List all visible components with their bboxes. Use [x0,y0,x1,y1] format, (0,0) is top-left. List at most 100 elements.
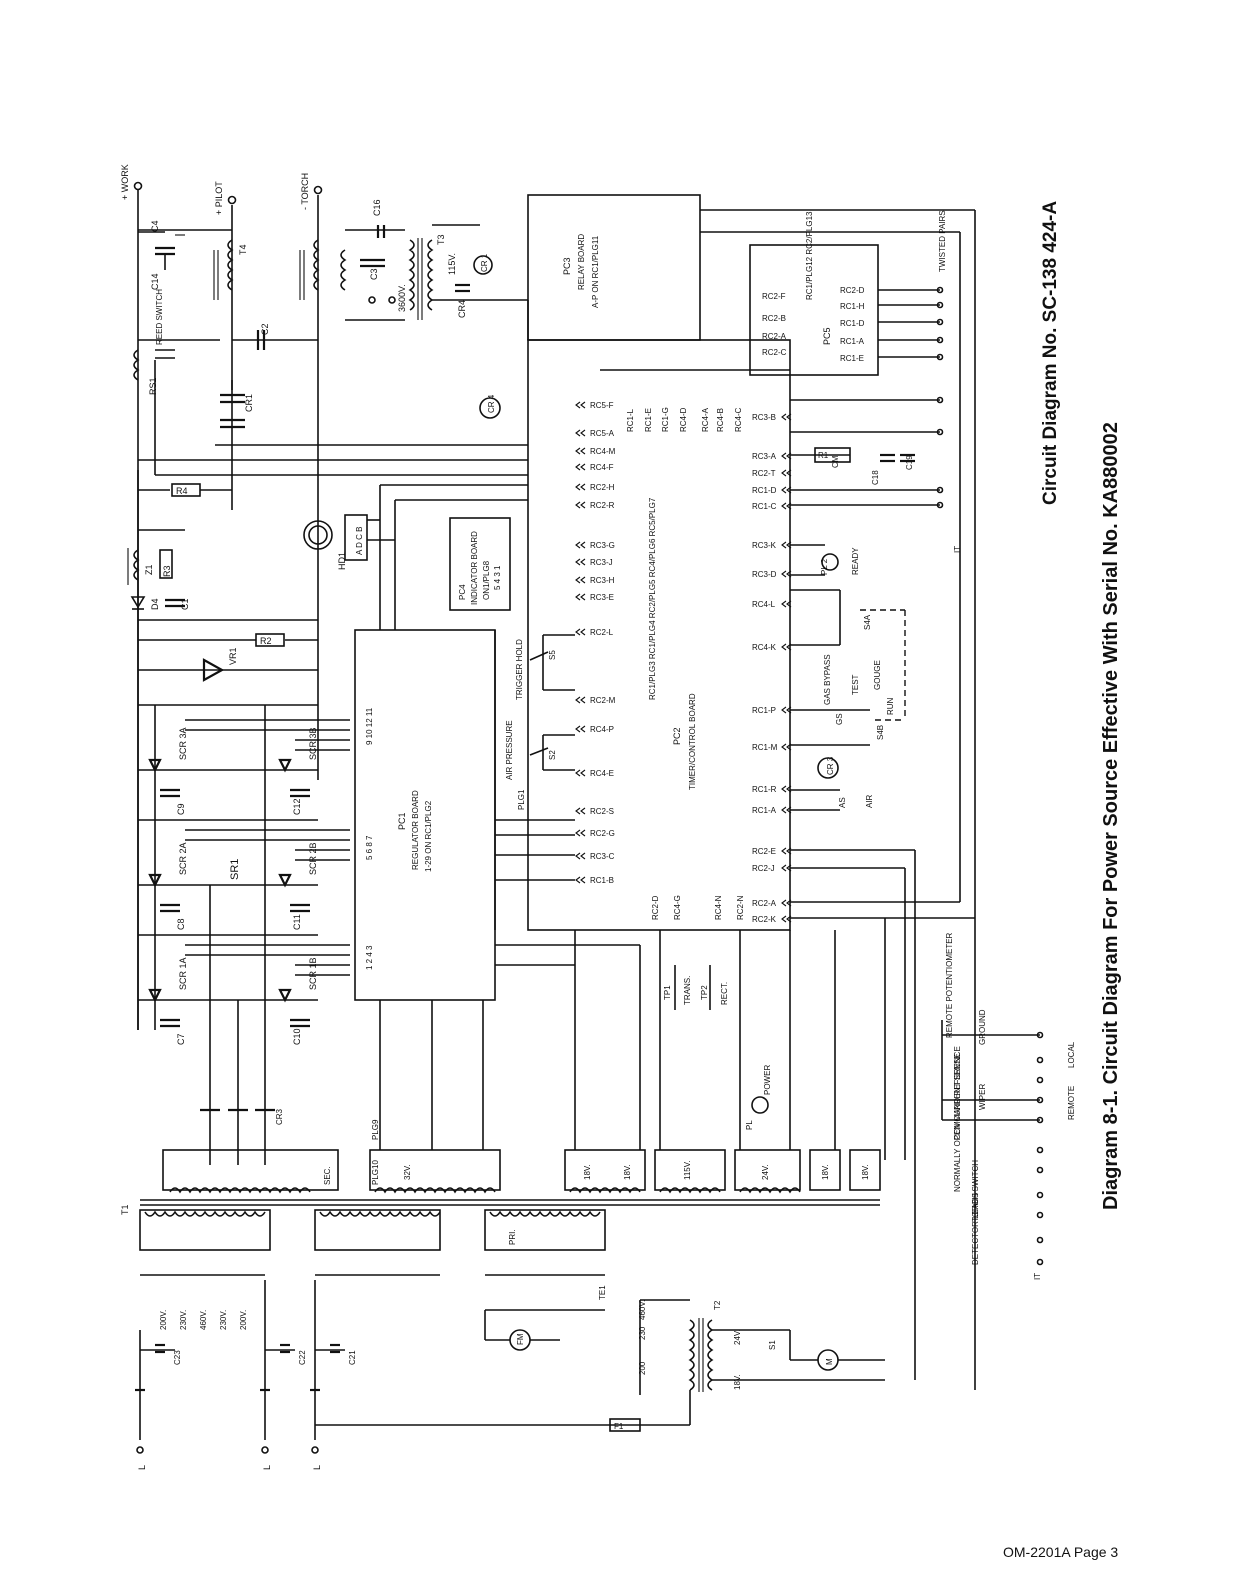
pilot-label: + PILOT [214,181,224,215]
cr4-label: CR4 [457,300,467,318]
connector-chevron [781,570,792,578]
pc5-label: PC5 [822,327,832,345]
v18a-label: 18V. [583,1164,592,1180]
c10-label: C10 [292,1028,302,1045]
connector-label: RC3-D [752,570,777,579]
connector-label: RC2-K [752,915,777,924]
sr1-label: SR1 [229,859,241,880]
pc4-pins: 5 4 3 1 [493,565,502,590]
torch-terminal[interactable] [313,185,323,195]
scr1a-label: SCR 1A [178,957,188,990]
t1-label: T1 [120,1204,130,1215]
connector-label: RC1-D [840,319,865,328]
detector-leads-label: DETECTOR LEADS [971,1193,980,1265]
f1-label: F1 [614,1422,624,1431]
connector-label: RC4-F [590,463,614,472]
connector-chevron [575,807,586,815]
work-terminal[interactable] [133,181,143,191]
connector-label: RC3-C [590,852,615,861]
connector-label: RC1-G [661,407,670,432]
line-label-3: L [312,1465,322,1470]
trigger-hold-label: TRIGGER HOLD [515,639,524,700]
remote-label: REMOTE [1067,1086,1076,1120]
connector-label: RC4-G [673,895,682,920]
connector-label: RC2-L [590,628,614,637]
pc1-plug: 1-29 ON RC1/PLG2 [424,800,433,872]
line-label-1: L [137,1465,147,1470]
pc1-subtitle: REGULATOR BOARD [411,790,420,870]
pc4-subtitle: INDICATOR BOARD [470,531,479,605]
pc1-pins-c: 1 2 4 3 [365,945,374,970]
connector-label: RC2-E [752,847,776,856]
remote-terminal-block [936,286,1044,1266]
pc2-plugs: RC1/PLG3 RC1/PLG4 RC2/PLG5 RC4/PLG6 RC5/… [648,497,657,700]
z1-label: Z1 [144,564,154,575]
pc5-board [749,244,940,376]
pc2-timer-board [527,300,791,931]
connector-label: RC4-C [734,407,743,432]
c22-label: C22 [298,1350,307,1365]
power-label: POWER [763,1065,772,1095]
c23-label: C23 [173,1350,182,1365]
connector-label: RC1-C [752,502,777,511]
sec-label: SEC. [323,1166,332,1185]
connector-chevron [781,785,792,793]
scr-bridge [138,704,350,1165]
local-label: LOCAL [1067,1041,1076,1068]
connector-chevron [575,876,586,884]
s4b-label: S4B [876,725,885,740]
r1-label: R1 [818,451,829,460]
connector-chevron [781,413,792,421]
right-wires [700,209,976,1390]
connector-chevron [575,852,586,860]
connector-label: RC5-A [590,429,615,438]
connector-label: RC1-H [840,302,865,311]
connector-chevron [575,829,586,837]
s2-label: S2 [548,750,557,760]
connector-label: RC2-M [590,696,616,705]
pc5-plugs: RC1/PLG12 RC2/PLG13 [805,211,814,300]
reed-switch-label: REED SWITCH [155,289,164,345]
remote-pot-label: REMOTE POTENTIOMETER [945,932,954,1038]
it-label-bottom: IT [1033,1273,1042,1280]
tap-460-label: 460V. [638,1300,647,1320]
output-terminals [133,181,323,205]
scr1b-label: SCR 1B [308,957,318,990]
fm-label: FM [516,1333,525,1345]
connector-label: RC3-A [752,452,777,461]
cr1-label: CR1 [244,394,254,412]
connector-label: RC2-J [752,864,775,873]
v18-t2-label: 18V. [733,1374,742,1390]
line-terminals [136,1446,319,1454]
connector-label: RC2-S [590,807,614,816]
hf-section [340,224,528,321]
c18-label: C18 [871,470,880,485]
pilot-terminal[interactable] [227,195,237,205]
connector-label: RC1-M [752,743,778,752]
reed-switch-coil [133,349,175,381]
v230-label: 230V. [179,1310,188,1330]
c8-label: C8 [176,918,186,930]
r2-label: R2 [260,636,272,646]
tp1-label: TP1 [663,985,672,1000]
torch-switch-label: TORCH SWITCH [971,1160,980,1222]
pc3-relay-board [527,194,701,341]
c16-label: C16 [372,199,382,216]
connector-label: RC1-P [752,706,776,715]
c9-label: C9 [176,803,186,815]
t4-transformer [213,239,320,300]
connector-label: RC5-F [590,401,614,410]
gas-bypass-label: GAS BYPASS [823,654,832,705]
connector-label: RC2-C [762,348,787,357]
connector-chevron [781,847,792,855]
connector-label: RC1-B [590,876,614,885]
c4-label: C4 [150,220,160,232]
cr1-relay-label: CR 1 [480,253,489,272]
scr3a-label: SCR 3A [178,727,188,760]
connector-chevron [781,643,792,651]
pc3-relay-plug: A-P ON RC1/PLG11 [591,235,600,308]
connector-chevron [575,593,586,601]
v32-label: 32V. [403,1164,412,1180]
connector-chevron [781,452,792,460]
hd1-label: HD1 [337,552,347,570]
